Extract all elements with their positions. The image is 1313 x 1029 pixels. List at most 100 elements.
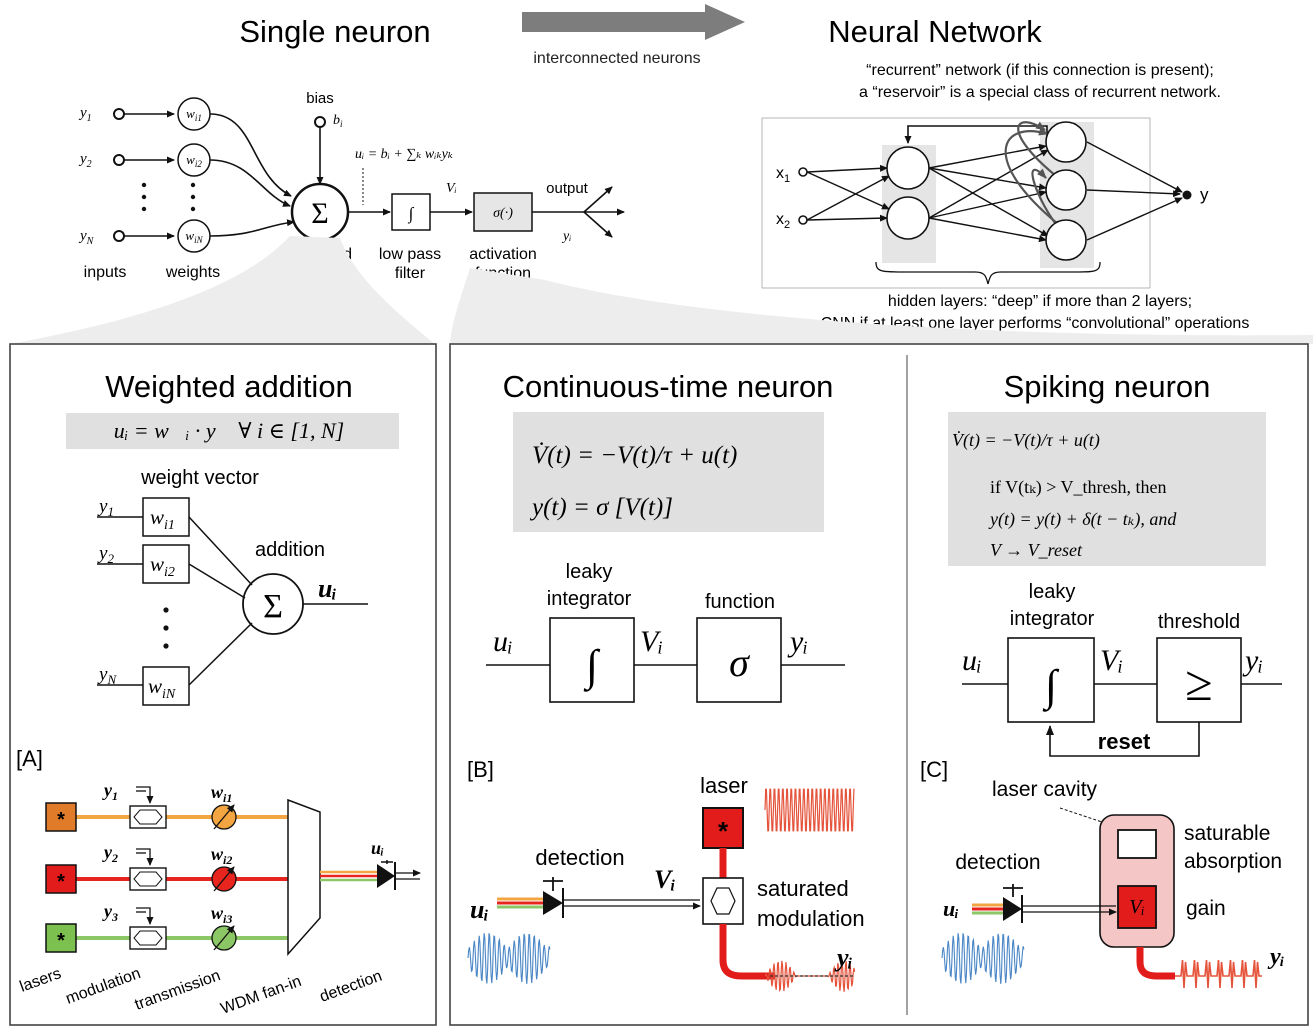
spike-train-signal (1175, 959, 1262, 989)
panel-c-equation-bg (948, 412, 1266, 566)
panel-a-neuron: y1 wi1 y2 wi2 yN wiN (97, 496, 368, 706)
arrow-caption: interconnected neurons (533, 50, 700, 67)
ellipsis-dots-icon (141, 182, 196, 212)
svg-text:wi2: wi2 (211, 844, 232, 867)
saturated-modulator-icon (702, 877, 744, 925)
attenuator-1-icon (211, 804, 237, 830)
panel-b-output: yᵢ (787, 625, 808, 658)
panel-c-cond3: V → V_reset (990, 540, 1083, 560)
inputs-label: inputs (84, 264, 127, 281)
panel-a-frame (9, 343, 437, 1026)
svg-text:*: * (57, 809, 65, 831)
gain-section (1117, 885, 1157, 929)
panel-c: Spiking neuron V̇(t) = −V(t)/τ + u(t) if… (920, 369, 1285, 989)
modulator-2-icon (129, 848, 167, 891)
svg-text:x2: x2 (776, 211, 790, 231)
attenuator-2-icon (211, 866, 237, 892)
svg-text:≥: ≥ (1185, 655, 1212, 711)
svg-text:wi2: wi2 (150, 552, 175, 580)
laser-cw-signal (764, 788, 855, 832)
panel-a-equation-bg (66, 413, 399, 449)
reset-loop (1046, 722, 1200, 757)
svg-text:y2: y2 (78, 151, 92, 170)
svg-text:σ(·): σ(·) (493, 206, 513, 221)
sum-equation: uᵢ = bᵢ + ∑ₖ wᵢₖyₖ (355, 147, 453, 162)
absorber-section (1117, 829, 1157, 859)
input-yN: yN (78, 228, 175, 247)
laser-3-icon (45, 923, 77, 953)
svg-text:y1: y1 (102, 780, 118, 803)
bias-symbol: bi (333, 113, 343, 129)
v-label: Vᵢ (446, 181, 457, 196)
panel-b-photonic-mid: Vᵢ (654, 865, 676, 894)
input-y1: y1 (78, 105, 175, 124)
laser-cavity-label: laser cavity (992, 778, 1098, 801)
wdm-fan-in-icon (287, 798, 321, 956)
svg-text:∫: ∫ (1042, 661, 1060, 712)
detector-icon (377, 860, 421, 890)
zoom-wedge-right (450, 268, 1313, 344)
panel-a-photonic-output: uᵢ (371, 838, 384, 858)
activation-block (473, 192, 533, 232)
top-section: Single neuron Neural Network interconnec… (10, 4, 1313, 344)
panel-b-eq2: y(t) = σ [V(t)] (529, 494, 673, 521)
weight-wiN: wiN (177, 219, 211, 253)
panel-c-integrator-block (1007, 637, 1095, 723)
threshold-label: threshold (1158, 611, 1240, 633)
weight-wi2: wi2 (177, 143, 211, 177)
svg-text:y2: y2 (97, 543, 114, 566)
panel-b-function-label: function (705, 591, 775, 613)
svg-text:∫: ∫ (583, 641, 601, 692)
panel-b-tag: [B] (467, 757, 494, 782)
addition-label: addition (255, 539, 325, 561)
input-signal-b (467, 933, 551, 984)
weight-wi1: wi1 (177, 97, 211, 131)
svg-text:wiN: wiN (148, 674, 176, 702)
panel-a-title: Weighted addition (105, 369, 353, 404)
gain-v-label: Vᵢ (1129, 896, 1144, 918)
hidden-layers-brace (875, 261, 1101, 285)
svg-text:*: * (57, 930, 65, 952)
svg-text:*: * (718, 816, 729, 846)
svg-text:wi2: wi2 (186, 152, 202, 169)
bias-label: bias (306, 90, 334, 107)
panel-c-tag: [C] (920, 757, 948, 782)
gain-label: gain (1186, 897, 1226, 920)
input-y2: y2 (78, 151, 175, 170)
ellipsis-dots-icon (163, 607, 169, 649)
svg-text:wi1: wi1 (150, 505, 175, 533)
laser-label: laser (700, 773, 748, 798)
panel-b-title: Continuous-time neuron (503, 369, 834, 404)
panel-b-photonic-in: uᵢ (470, 895, 489, 924)
panel-b-mid: Vᵢ (640, 625, 663, 658)
panel-c-photonic-in: uᵢ (943, 896, 959, 921)
input-node-icon (113, 230, 125, 242)
svg-text:y3: y3 (102, 901, 118, 924)
svg-text:σ: σ (729, 640, 750, 685)
svg-text:yN: yN (78, 228, 95, 247)
zoom-wedge-left (10, 236, 435, 344)
sum-symbol: Σ (311, 197, 328, 230)
output-signal-b (764, 960, 856, 993)
panel-a-output: uᵢ (318, 574, 337, 603)
panel-c-detector-icon (1003, 884, 1023, 923)
panel-c-cond1: if V(tₖ) > V_thresh, then (990, 477, 1167, 498)
svg-text:wi1: wi1 (186, 106, 202, 123)
panel-c-mid: Vᵢ (1100, 644, 1123, 677)
panel-b: Continuous-time neuron V̇(t) = −V(t)/τ +… (467, 369, 865, 993)
svg-text:wiN: wiN (185, 228, 203, 245)
svg-text:*: * (57, 871, 65, 893)
panel-c-output: yᵢ (1242, 644, 1263, 677)
single-neuron-title: Single neuron (239, 14, 430, 49)
panel-c-eq1: V̇(t) = −V(t)/τ + u(t) (952, 429, 1100, 451)
panel-b-photonic-out: yᵢ (834, 943, 853, 972)
modulator-3-icon (129, 907, 167, 950)
svg-text:wi1: wi1 (211, 782, 232, 805)
panel-a-equation: uᵢ = w⃗ᵢ · y⃗ ∀ i ∈ [1, N] (114, 418, 344, 443)
